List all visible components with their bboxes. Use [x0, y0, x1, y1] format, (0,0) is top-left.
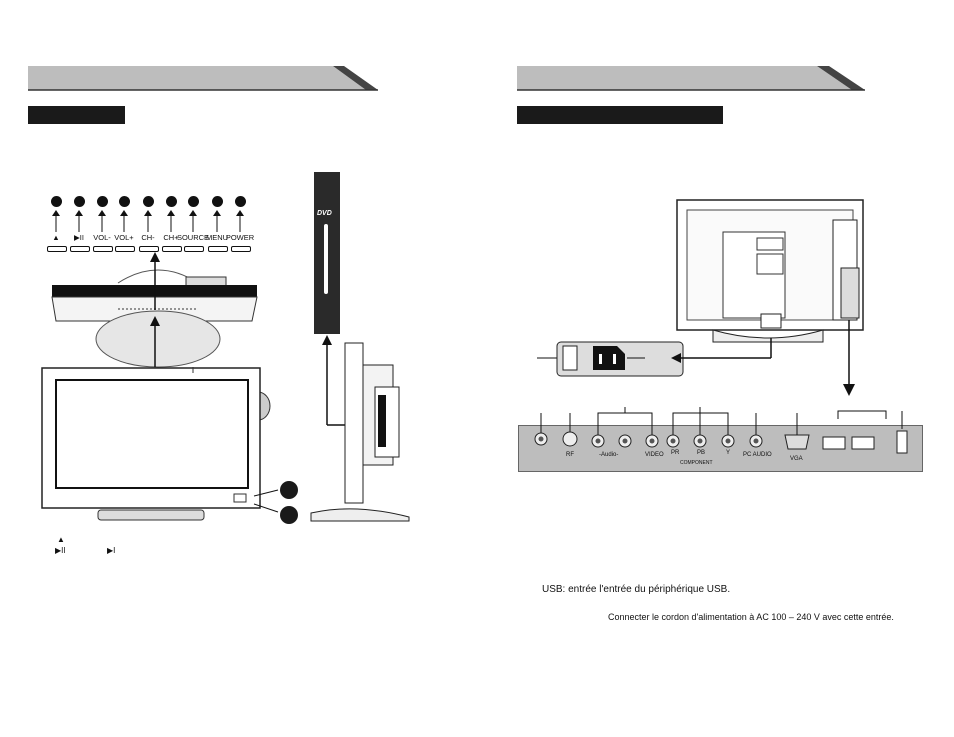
legend-eject: ▲	[57, 535, 65, 544]
button-label-4: CH-	[141, 233, 155, 242]
legend-play-pause: ▶II	[55, 546, 66, 555]
down-arrow	[843, 320, 855, 396]
button-indicator-7	[212, 196, 223, 207]
callout-badge-2	[280, 506, 298, 524]
button-indicator-1	[74, 196, 85, 207]
disc-slot	[324, 224, 328, 294]
connector-graphics	[534, 407, 908, 454]
up-arrows	[150, 252, 160, 367]
port-label-vga: VGA	[790, 456, 803, 462]
power-inlet-closeup	[537, 338, 772, 377]
panel-button-0[interactable]	[47, 246, 67, 252]
right-section-tab	[517, 106, 723, 124]
left-header-band	[28, 66, 378, 91]
button-indicator-0	[51, 196, 62, 207]
panel-button-4[interactable]	[139, 246, 159, 252]
right-page: RF -Audio- VIDEO PR PB Y COMPONENT PC AU…	[477, 0, 954, 737]
dvd-side-strip: DVD	[314, 172, 340, 334]
button-arrow-0	[51, 210, 61, 237]
tv-rear-view	[676, 199, 864, 343]
panel-button-7[interactable]	[208, 246, 228, 252]
button-indicator-2	[97, 196, 108, 207]
tv-front-view	[41, 367, 271, 521]
panel-button-5[interactable]	[162, 246, 182, 252]
port-label-y: Y	[726, 450, 731, 456]
port-label-audio: -Audio-	[599, 452, 619, 458]
left-section-tab	[28, 106, 125, 124]
button-label-2: VOL-	[93, 233, 111, 242]
button-label-7: MENU	[205, 233, 229, 242]
panel-button-3[interactable]	[115, 246, 135, 252]
button-indicator-5	[166, 196, 177, 207]
panel-button-1[interactable]	[70, 246, 90, 252]
panel-button-6[interactable]	[184, 246, 204, 252]
right-header-band	[517, 66, 865, 91]
callout-badge-1	[280, 481, 298, 499]
panel-button-2[interactable]	[93, 246, 113, 252]
port-label-rf: RF	[566, 452, 574, 458]
button-arrow-1	[74, 210, 84, 237]
note-usb: USB: entrée l'entrée du périphérique USB…	[542, 584, 731, 595]
button-indicator-4	[143, 196, 154, 207]
callout-arrows	[253, 489, 279, 513]
button-arrow-2	[97, 210, 107, 237]
button-arrow-6	[188, 210, 198, 237]
button-label-0: ▲	[52, 233, 60, 242]
legend-play-pause-2: ▶I	[107, 546, 116, 555]
port-label-component: COMPONENT	[680, 460, 713, 466]
panel-button-8[interactable]	[231, 246, 251, 252]
button-label-3: VOL+	[114, 233, 134, 242]
button-arrow-7	[212, 210, 222, 237]
button-indicator-3	[119, 196, 130, 207]
port-label-pr: PR	[671, 450, 680, 456]
port-label-pc-audio: PC AUDIO	[743, 452, 772, 458]
button-arrow-3	[119, 210, 129, 237]
tv-side-view	[310, 335, 410, 522]
button-indicator-8	[235, 196, 246, 207]
port-label-video: VIDEO	[645, 452, 664, 458]
button-label-8: POWER	[225, 233, 255, 242]
button-label-5: CH+	[163, 233, 179, 242]
button-indicator-6	[188, 196, 199, 207]
port-label-pb: PB	[697, 450, 706, 456]
button-arrow-4	[143, 210, 153, 237]
note-power: Connecter le cordon d'alimentation à AC …	[608, 612, 894, 622]
button-arrow-5	[166, 210, 176, 237]
button-label-1: ▶II	[74, 233, 84, 242]
dvd-logo: DVD	[317, 210, 332, 217]
button-label-6: SOURCE	[176, 233, 210, 242]
button-arrow-8	[235, 210, 245, 237]
